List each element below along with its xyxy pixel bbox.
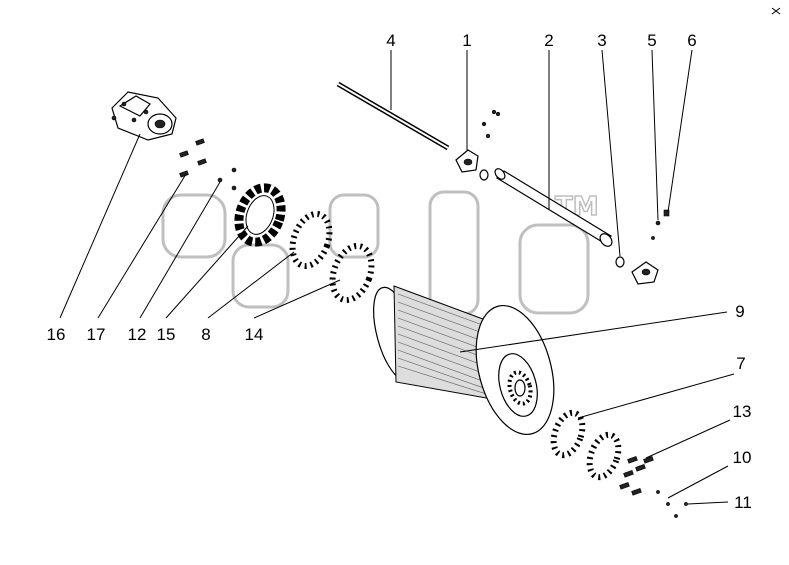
label-17: 17: [87, 325, 106, 344]
label-10: 10: [733, 448, 752, 467]
corner-mark: [771, 7, 781, 15]
part-13-bolt-ring: [586, 431, 622, 481]
label-6: 6: [687, 31, 696, 50]
part-12-washers: [217, 167, 237, 191]
label-7: 7: [736, 354, 745, 373]
label-16: 16: [47, 325, 66, 344]
part-7-bolt-ring: [550, 409, 586, 459]
part-9-winch-drum: [373, 285, 555, 436]
label-13: 13: [733, 402, 752, 421]
part-3-ring: [615, 256, 625, 268]
part-2-shaft: [494, 168, 613, 247]
part-13-bolts: [619, 456, 654, 496]
label-9: 9: [735, 302, 744, 321]
label-14: 14: [245, 325, 264, 344]
label-2: 2: [544, 31, 553, 50]
label-15: 15: [157, 325, 176, 344]
part-15-coupling-ring: [234, 183, 286, 247]
part-5-6-bolts: [651, 209, 670, 240]
label-3: 3: [597, 31, 606, 50]
part-labels: 4 1 2 3 5 6 9 7 13 10 11 16 17 12 15 8 1…: [47, 31, 752, 512]
label-11: 11: [734, 493, 752, 512]
part-8-bolt-ring: [289, 210, 333, 270]
part-4-rod: [336, 81, 450, 151]
label-12: 12: [128, 325, 147, 344]
part-1-bracket: [455, 109, 501, 173]
end-bracket: [631, 261, 659, 285]
part-10-11-washers: [656, 490, 688, 518]
label-5: 5: [647, 31, 656, 50]
leader-lines: [59, 49, 735, 505]
label-8: 8: [201, 325, 210, 344]
part-16-hydraulic-motor: [111, 91, 177, 141]
part-2-ring: [479, 169, 489, 181]
part-17-bolts: [179, 138, 207, 178]
label-1: 1: [462, 31, 471, 50]
label-4: 4: [386, 31, 395, 50]
part-14-bolt-ring: [329, 242, 375, 304]
